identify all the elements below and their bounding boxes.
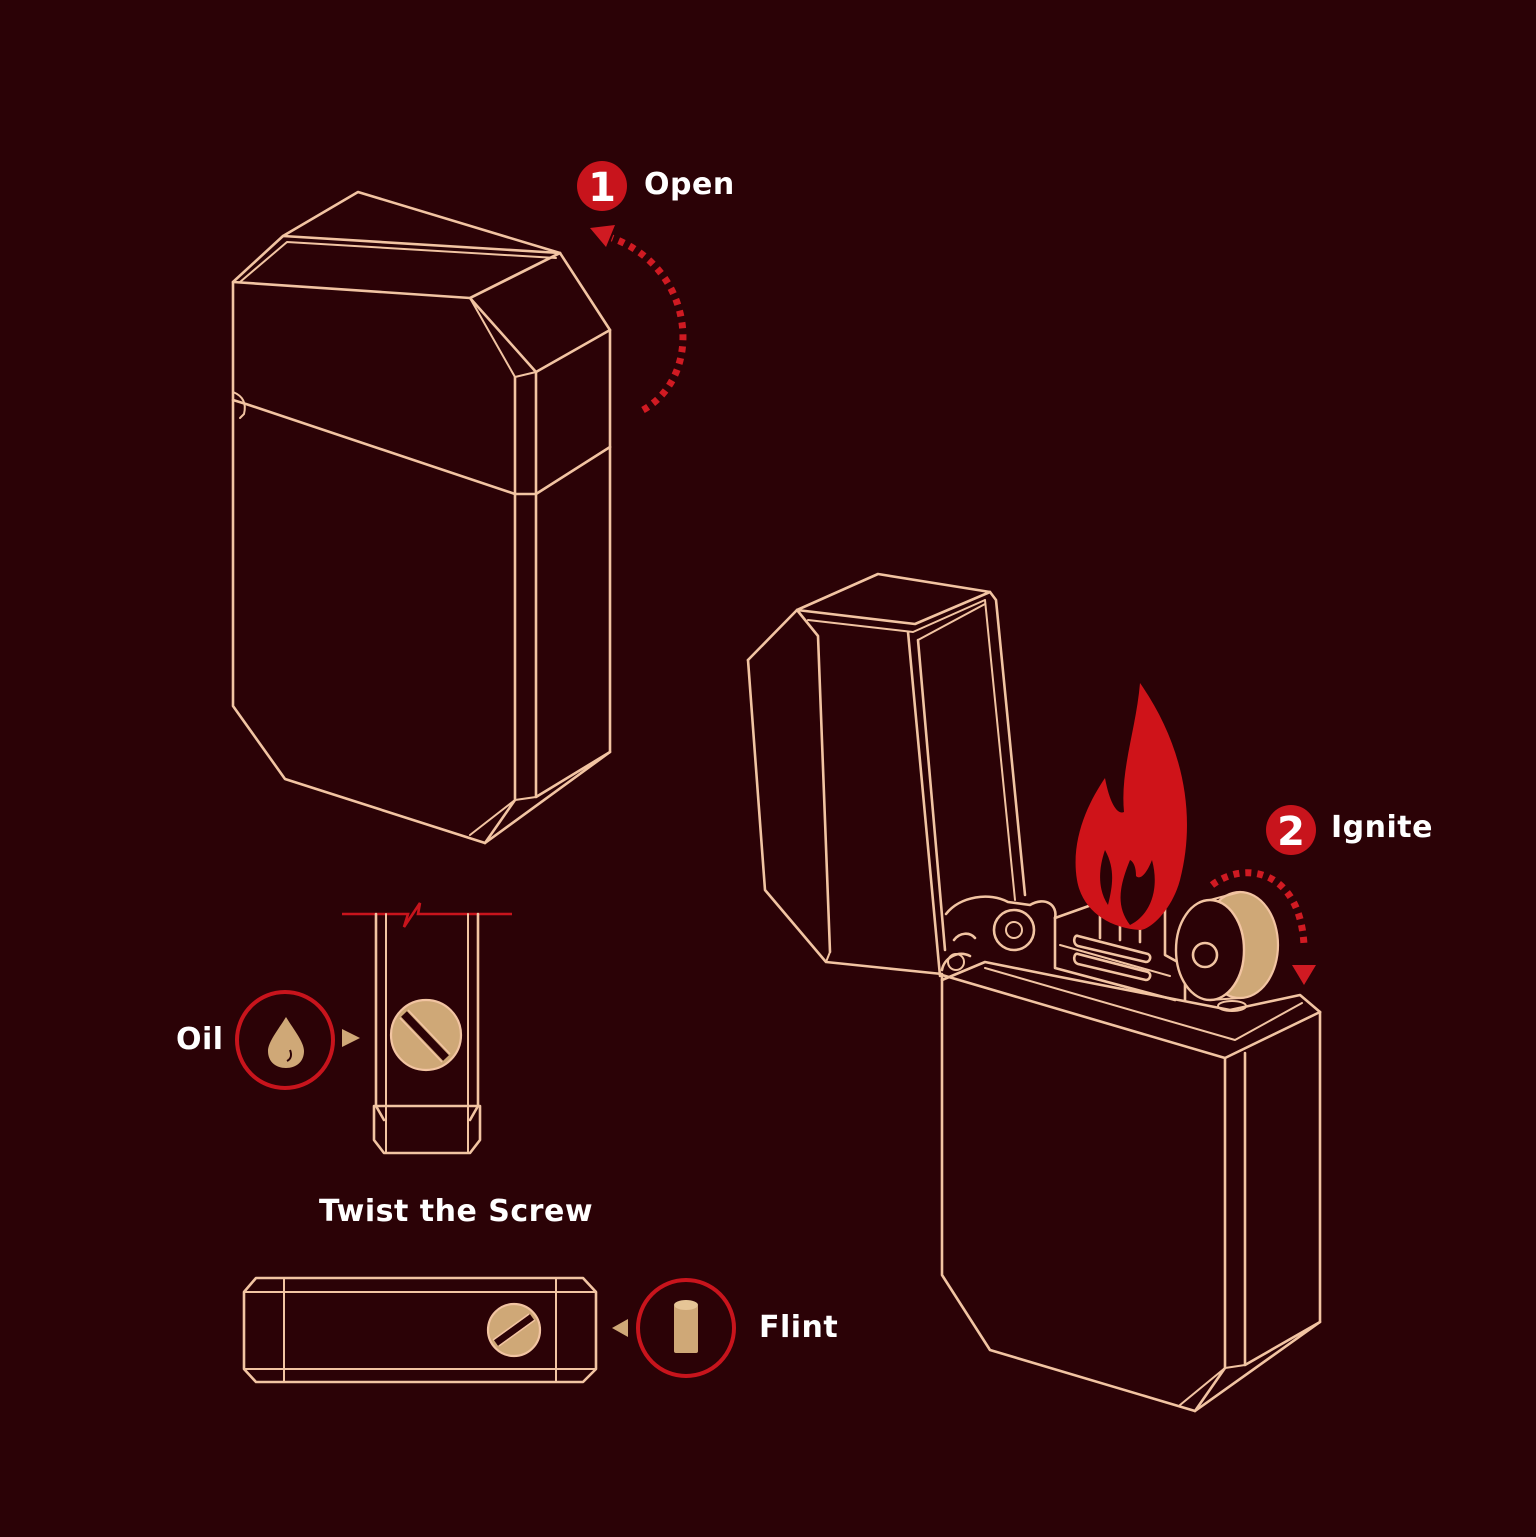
step-1-indicator: 1 (577, 161, 687, 414)
flame-icon (1075, 683, 1187, 930)
flint-screw-icon (486, 1302, 542, 1358)
step-2-label: Ignite (1331, 810, 1433, 845)
ignite-arrow-head (1292, 965, 1316, 985)
step-2-number: 2 (1277, 809, 1305, 855)
flint-tube (242, 1276, 736, 1384)
step-1-badge (577, 161, 627, 211)
oil-screw-closeup (235, 902, 512, 1155)
oil-pointer (342, 1029, 360, 1047)
ignite-arrow-path (1209, 869, 1308, 946)
screw-icon (389, 998, 463, 1072)
striker-wheel (1174, 890, 1280, 1002)
step-2-badge (1266, 805, 1316, 855)
oil-badge-ring (235, 990, 335, 1090)
step-2-indicator: 2 (1209, 805, 1316, 985)
open-lighter (746, 572, 1322, 1413)
flint-icon (674, 1300, 698, 1353)
open-arrow-head (590, 225, 615, 247)
oil-drop-icon (268, 1017, 304, 1068)
twist-screw-label: Twist the Screw (319, 1194, 594, 1229)
flint-badge-ring (636, 1278, 736, 1378)
closed-lighter (231, 190, 612, 845)
flint-label: Flint (759, 1310, 839, 1345)
step-1-number: 1 (588, 165, 616, 211)
flint-pointer (612, 1319, 628, 1337)
open-arrow-path (610, 234, 687, 414)
step-1-label: Open (644, 167, 735, 202)
break-line (342, 902, 512, 928)
oil-label: Oil (176, 1022, 224, 1057)
